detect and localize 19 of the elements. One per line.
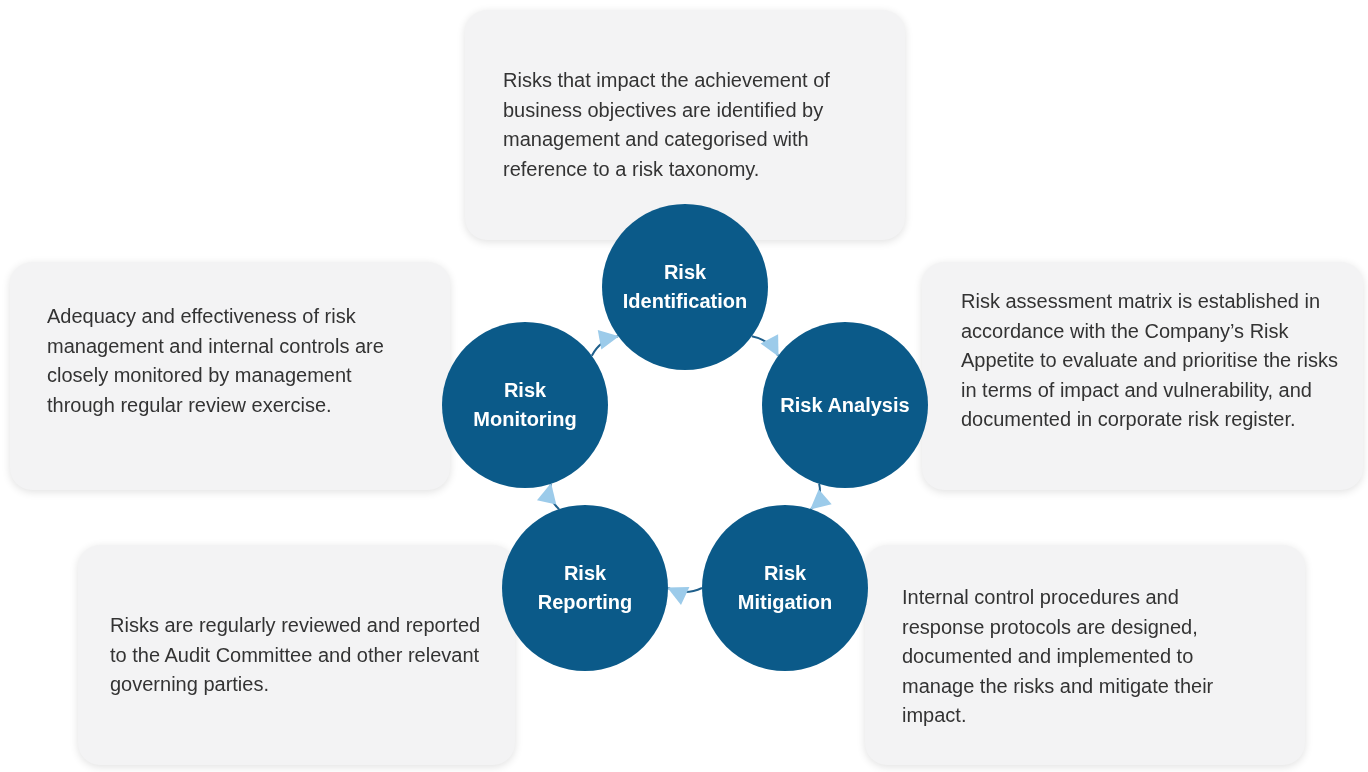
description-card [922, 262, 1363, 490]
description-card [78, 545, 515, 765]
description-card [10, 262, 450, 490]
step-label: Risk Identification [621, 260, 749, 314]
description-text: Risks are regularly reviewed and reported to the Audit Committee and other relevant governing parties. [110, 613, 482, 697]
description-card [865, 545, 1305, 765]
description-text: Risks that impact the achievement of business objectives are identified by management and categorised with reference to a risk taxonomy. [503, 68, 831, 182]
step-label: Risk Reporting [536, 561, 634, 615]
arrow [667, 586, 703, 605]
arrow [750, 334, 780, 357]
description-text: Risk assessment matrix is established in accordance with the Company’s Risk Appetite to evaluate and prioritise the risks in terms of impact and vulnerability, and documented in corporate risk register. [961, 289, 1339, 432]
description-card [465, 10, 905, 240]
description-text: Adequacy and effectiveness of risk management and internal controls are closely monitored by management through regular review exercise. [47, 304, 385, 418]
step-label: Risk Mitigation [736, 561, 834, 615]
arrow [537, 482, 561, 511]
description-text: Internal control procedures and response protocols are designed, documented and implemented to manage the risks and mitigate their impact. [902, 585, 1215, 728]
step-label: Risk Monitoring [472, 378, 578, 432]
arrow [809, 482, 832, 511]
step-label: Risk Analysis [780, 392, 910, 418]
